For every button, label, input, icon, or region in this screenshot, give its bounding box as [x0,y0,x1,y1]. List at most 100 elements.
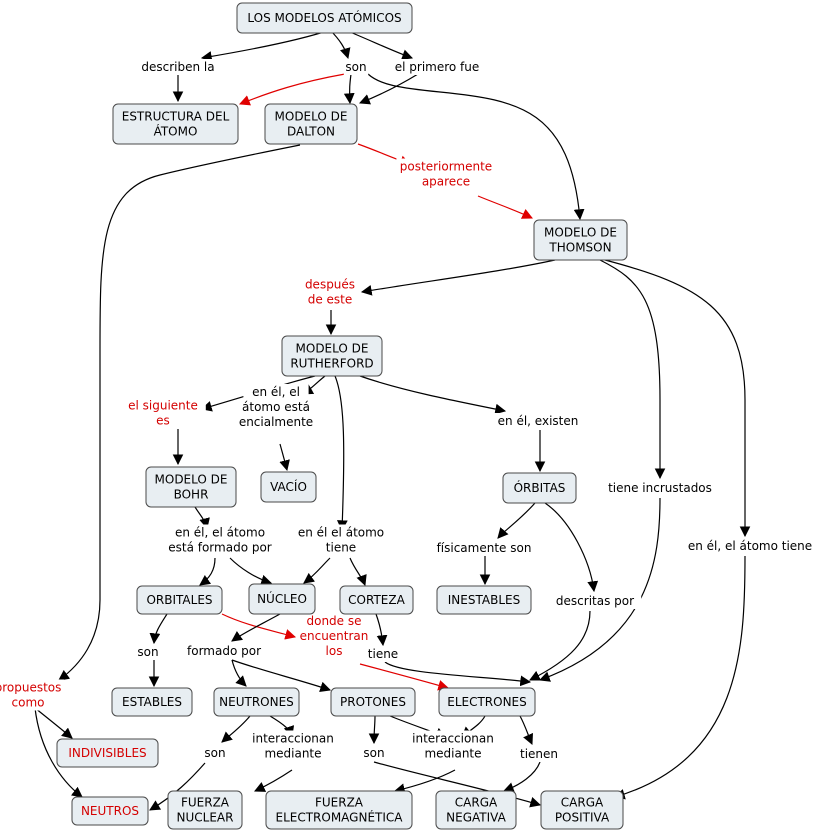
linking-phrase-text: tiene [368,647,398,661]
connector-arrow [359,663,450,691]
concept-text: NÚCLEO [257,591,307,606]
linking-phrase-text: de este [308,293,353,307]
linking-phrase-text: en él, el átomo tiene [688,539,812,553]
connector-arrow [231,659,332,693]
concept-neutros[interactable]: NEUTROS [71,796,149,826]
connector-arrow [599,259,666,480]
connector-arrow [613,555,746,800]
concept-text: DALTON [287,125,335,139]
label-backdrop [120,397,206,414]
connector-arrow [519,715,533,745]
connector-arrow [34,707,73,739]
linking-phrase-text: tiene incrustados [608,481,712,495]
linking-phrase-text: como [12,696,45,710]
label-backdrop [304,291,356,308]
linking-phrase-text: donde se [306,614,361,628]
concept-box [145,466,237,508]
concept-box [540,790,624,830]
linking-phrase-son3: son [202,745,228,761]
linking-phrase-text: mediante [424,747,481,761]
concept-box [56,738,159,768]
connector-arrow [359,375,507,415]
linking-phrase-descritas: descritas por [548,593,642,609]
concept-box [265,790,413,830]
concept-indivisibles[interactable]: INDIVISIBLES [56,738,159,768]
connector-arrow [477,195,533,219]
linking-phrase-text: está formado por [168,541,272,555]
label-backdrop [291,524,391,541]
concept-text: LOS MODELOS ATÓMICOS [247,10,401,25]
label-backdrop [321,643,347,659]
concept-modelos[interactable]: LOS MODELOS ATÓMICOS [236,2,413,34]
concept-nucleo[interactable]: NÚCLEO [248,583,316,615]
connector-arrow [360,259,556,296]
linking-phrase-text: aparece [422,175,470,189]
label-backdrop [420,173,472,190]
concept-text: MODELO DE [544,226,617,240]
linking-phrase-formadopor2: formado por [184,643,264,659]
concept-electrones[interactable]: ELECTRONES [438,687,536,717]
linking-phrase-text: encialmente [239,415,313,429]
connector-arrow [199,557,216,586]
connector-arrow [231,613,281,642]
connector-arrow [149,762,206,811]
label-backdrop [135,59,221,75]
connector-arrow [368,715,380,745]
linking-phrase-describen: describen la [135,59,221,75]
label-backdrop [676,538,815,554]
concept-text: ESTABLES [122,695,182,709]
linking-phrase-text: en él, existen [498,414,579,428]
connector-arrow [349,557,367,587]
concept-vacio[interactable]: VACÍO [260,471,317,503]
linking-phrase-tienen: tienen [516,746,562,762]
label-backdrop [361,745,387,761]
concept-box [213,687,300,717]
concept-box [533,219,628,261]
label-backdrop [163,539,277,556]
linking-phrase-text: en él el átomo [298,526,384,540]
concept-inestables[interactable]: INESTABLES [436,585,532,615]
connector-arrow [34,707,83,798]
linking-phrase-text: describen la [141,60,214,74]
connector-arrow [367,73,585,221]
concept-corteza[interactable]: CORTEZA [339,585,414,615]
concept-text: VACÍO [270,479,307,494]
concept-estables[interactable]: ESTABLES [111,687,193,717]
concept-orbitas[interactable]: ÓRBITAS [502,472,577,504]
label-backdrop [548,593,642,609]
linking-phrase-text: posteriormente [400,160,492,174]
concept-box [502,472,577,504]
connector-arrow [375,613,388,647]
connector-arrow [393,769,456,794]
concept-text: POSITIVA [555,811,610,825]
linking-phrase-text: tiene [326,541,356,555]
label-backdrop [0,679,64,696]
concept-orbitales[interactable]: ORBITALES [136,585,223,615]
concept-text: NEGATIVA [446,811,506,825]
concept-protones[interactable]: PROTONES [330,687,416,717]
connector-arrow [529,610,591,681]
label-backdrop [387,59,487,75]
concept-neutrones[interactable]: NEUTRONES [213,687,300,717]
linking-phrase-text: son [345,60,366,74]
label-backdrop [243,384,309,400]
concept-text: FUERZA [181,796,230,810]
concept-text: NEUTROS [81,804,139,818]
connector-arrow [384,661,532,687]
connector-arrow [221,613,297,640]
